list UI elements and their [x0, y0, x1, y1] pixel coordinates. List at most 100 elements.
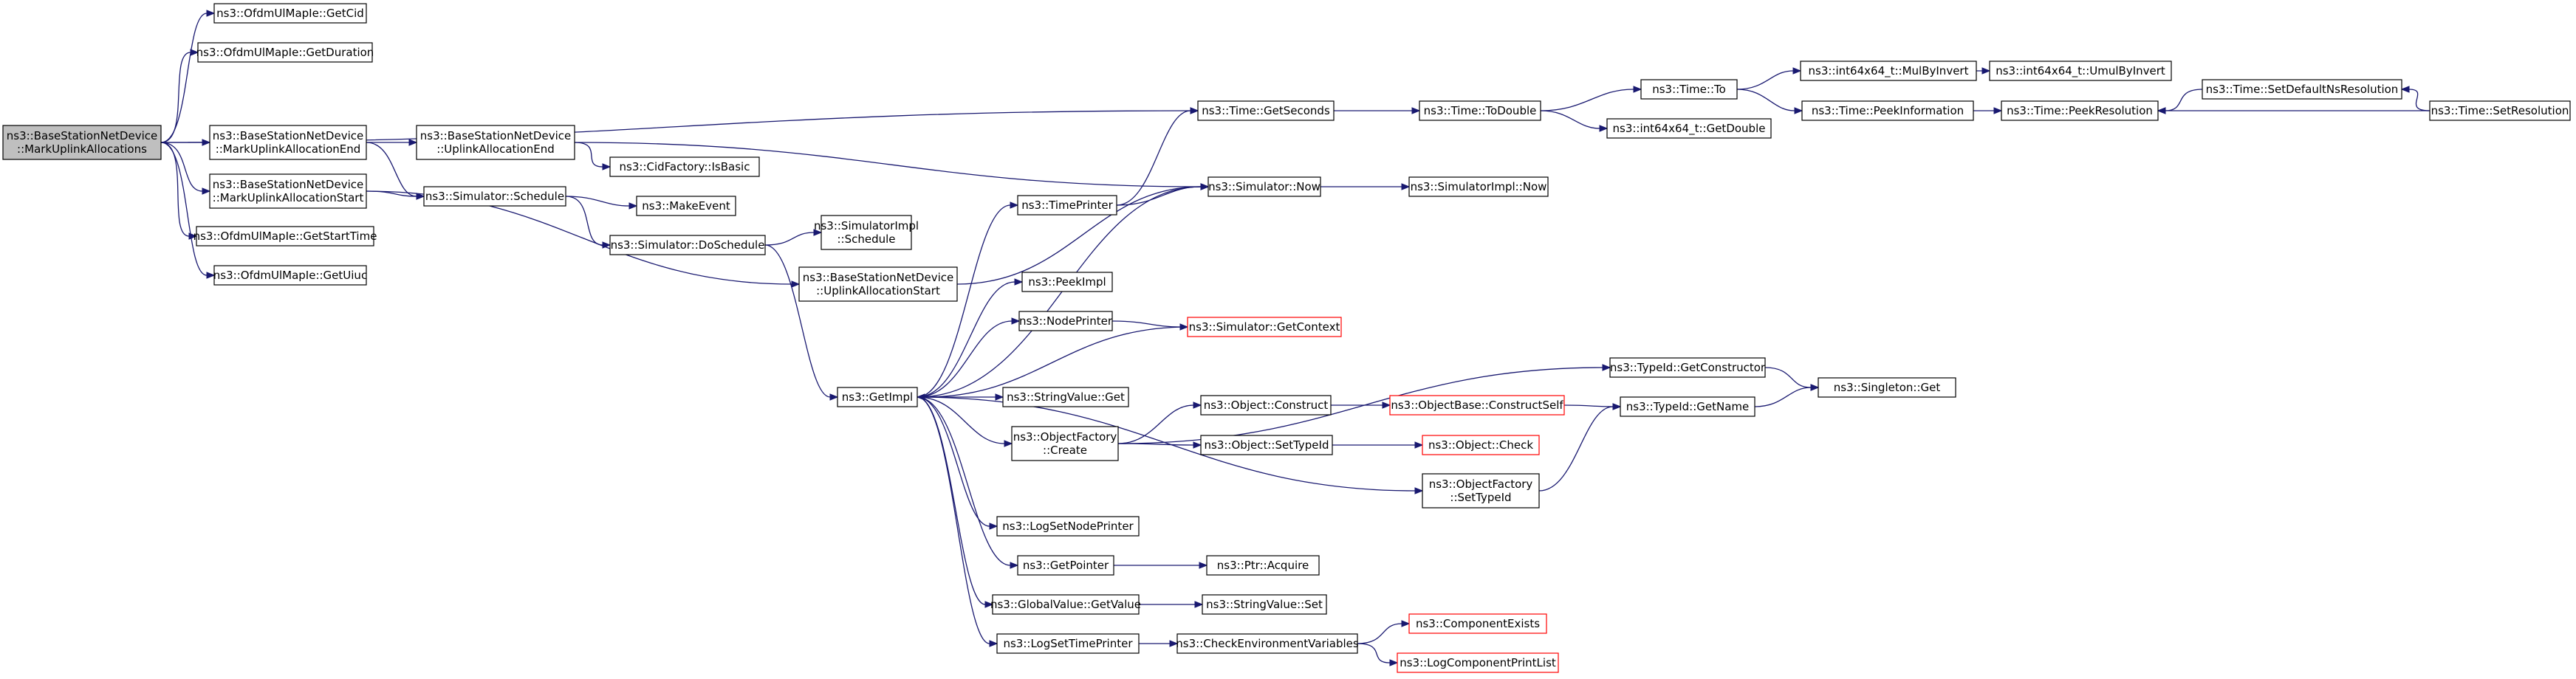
node-box: [1200, 395, 1332, 416]
node-i64getdouble[interactable]: ns3::int64x64_t::GetDouble: [1606, 118, 1772, 139]
node-objsettypeid[interactable]: ns3::Object::SetTypeId: [1200, 435, 1333, 455]
node-ofsettypeid[interactable]: ns3::ObjectFactory::SetTypeId: [1422, 473, 1540, 509]
node-timepeekinfo[interactable]: ns3::Time::PeekInformation: [1801, 100, 1974, 121]
node-i64mulbyinvert[interactable]: ns3::int64x64_t::MulByInvert: [1800, 61, 1977, 81]
node-box: [1206, 555, 1320, 576]
node-getstarttime[interactable]: ns3::OfdmUlMapIe::GetStartTime: [193, 226, 377, 247]
node-label: ns3::OfdmUlMapIe::GetCid: [216, 7, 364, 20]
node-box: [1800, 61, 1977, 81]
edge-line: [160, 52, 191, 143]
node-label: ns3::Time::SetDefaultNsResolution: [2206, 83, 2399, 96]
node-box: [209, 125, 367, 160]
node-box: [1640, 79, 1738, 100]
node-label: ns3::Time::To: [1652, 83, 1726, 96]
edge-line: [1540, 110, 1600, 129]
edge-arrowhead: [1382, 401, 1391, 409]
node-checkenv[interactable]: ns3::CheckEnvironmentVariables: [1176, 633, 1359, 654]
node-box: [821, 215, 912, 250]
node-simnow[interactable]: ns3::Simulator::Now: [1208, 176, 1321, 197]
node-isbasic[interactable]: ns3::CidFactory::IsBasic: [609, 156, 760, 177]
node-obconstructself[interactable]: ns3::ObjectBase::ConstructSelf: [1389, 395, 1565, 416]
edge-arrowhead: [416, 193, 425, 200]
node-peekimpl[interactable]: ns3::PeekImpl: [1021, 272, 1113, 292]
edge-schedule-to-doschedule: [565, 196, 612, 249]
node-label: ns3::StringValue::Get: [1007, 390, 1125, 404]
edge-line: [1736, 89, 1795, 111]
edge-line: [917, 320, 1013, 398]
node-label: ns3::Object::SetTypeId: [1205, 438, 1329, 452]
node-timepeekres[interactable]: ns3::Time::PeekResolution: [2001, 100, 2159, 121]
node-root[interactable]: ns3::BaseStationNetDevice::MarkUplinkAll…: [2, 125, 162, 160]
node-typeidgetconstructor[interactable]: ns3::TypeId::GetConstructor: [1609, 357, 1766, 378]
edge-getimpl-to-gvgetvalue: [917, 396, 994, 608]
edge-simnow-to-simimplnow: [1320, 183, 1411, 190]
edge-line: [1540, 89, 1634, 111]
node-ofcreate[interactable]: ns3::ObjectFactory::Create: [1011, 426, 1119, 461]
edge-arrowhead: [602, 241, 612, 249]
edge-schedule-to-makeevent: [565, 196, 638, 210]
node-schedule[interactable]: ns3::Simulator::Schedule: [423, 186, 566, 207]
node-label: ns3::Singleton::Get: [1834, 381, 1941, 394]
node-timesetdefault[interactable]: ns3::Time::SetDefaultNsResolution: [2202, 79, 2402, 100]
node-box: [609, 156, 760, 177]
node-box: [837, 387, 918, 407]
node-label: ns3::Ptr::Acquire: [1217, 559, 1309, 572]
node-uplinkstart[interactable]: ns3::BaseStationNetDevice::UplinkAllocat…: [798, 266, 958, 302]
node-stringvalueget[interactable]: ns3::StringValue::Get: [1002, 387, 1129, 407]
node-timesetres[interactable]: ns3::Time::SetResolution: [2429, 100, 2571, 121]
edge-line: [2408, 89, 2431, 111]
edge-getimpl-to-timeprinter: [917, 201, 1019, 398]
edge-arrowhead: [1010, 562, 1019, 569]
node-makeevent[interactable]: ns3::MakeEvent: [636, 196, 736, 216]
node-timeto[interactable]: ns3::Time::To: [1640, 79, 1738, 100]
node-markend[interactable]: ns3::BaseStationNetDevice::MarkUplinkAll…: [209, 125, 367, 160]
node-nodeprinter[interactable]: ns3::NodePrinter: [1018, 311, 1113, 331]
node-simimplschedule[interactable]: ns3::SimulatorImpl::Schedule: [814, 215, 919, 250]
edge-timetodouble-to-timeto: [1540, 86, 1642, 111]
edge-getpointer-to-ptracquire: [1114, 562, 1208, 569]
node-simimplnow[interactable]: ns3::SimulatorImpl::Now: [1408, 176, 1549, 197]
node-box: [1419, 100, 1541, 121]
node-timetodouble[interactable]: ns3::Time::ToDouble: [1419, 100, 1541, 121]
edge-line: [917, 396, 1416, 492]
node-objconstruct[interactable]: ns3::Object::Construct: [1200, 395, 1332, 416]
node-label: ns3::BaseStationNetDevice: [420, 129, 571, 142]
edge-arrowhead: [206, 272, 216, 279]
node-svset[interactable]: ns3::StringValue::Set: [1202, 594, 1327, 615]
node-box: [1002, 387, 1129, 407]
edge-arrowhead: [2157, 107, 2166, 114]
edge-root-to-getuiuc: [160, 142, 216, 279]
edge-line: [1117, 404, 1194, 444]
edge-arrowhead: [1792, 67, 1802, 75]
node-doschedule[interactable]: ns3::Simulator::DoSchedule: [609, 235, 766, 255]
node-gvgetvalue[interactable]: ns3::GlobalValue::GetValue: [990, 594, 1141, 615]
node-box: [1197, 100, 1335, 121]
node-getimpl[interactable]: ns3::GetImpl: [837, 387, 918, 407]
node-box: [213, 3, 367, 24]
node-uplinkend[interactable]: ns3::BaseStationNetDevice::UplinkAllocat…: [416, 125, 575, 160]
node-getuiuc[interactable]: ns3::OfdmUlMapIe::GetUiuc: [213, 265, 367, 286]
node-singletonget[interactable]: ns3::Singleton::Get: [1818, 377, 1956, 398]
node-box: [992, 594, 1140, 615]
node-box: [1408, 613, 1547, 634]
node-typeidgetname[interactable]: ns3::TypeId::GetName: [1620, 396, 1755, 417]
node-getduration[interactable]: ns3::OfdmUlMapIe::GetDuration: [196, 42, 374, 63]
edge-markend-to-uplinkend: [366, 139, 418, 146]
node-logsetnodeprinter[interactable]: ns3::LogSetNodePrinter: [996, 516, 1140, 537]
node-i64umulbyinvert[interactable]: ns3::int64x64_t::UmulByInvert: [1989, 61, 2172, 81]
node-logsettimeprinter[interactable]: ns3::LogSetTimePrinter: [996, 633, 1140, 654]
node-simgetcontext[interactable]: ns3::Simulator::GetContext: [1187, 317, 1342, 337]
node-ptracquire[interactable]: ns3::Ptr::Acquire: [1206, 555, 1320, 576]
node-label: ns3::TimePrinter: [1021, 199, 1113, 212]
node-label: ns3::CidFactory::IsBasic: [620, 160, 750, 173]
node-objcheck[interactable]: ns3::Object::Check: [1422, 435, 1540, 455]
node-timegetseconds[interactable]: ns3::Time::GetSeconds: [1197, 100, 1335, 121]
node-logcompprint[interactable]: ns3::LogComponentPrintList: [1397, 652, 1559, 673]
node-timeprinter[interactable]: ns3::TimePrinter: [1017, 195, 1117, 216]
node-box: [1017, 195, 1117, 216]
node-getpointer[interactable]: ns3::GetPointer: [1017, 555, 1114, 576]
node-getcid[interactable]: ns3::OfdmUlMapIe::GetCid: [213, 3, 367, 24]
node-componentexists[interactable]: ns3::ComponentExists: [1408, 613, 1547, 634]
node-markstart[interactable]: ns3::BaseStationNetDevice::MarkUplinkAll…: [209, 173, 367, 209]
edge-arrowhead: [1194, 601, 1204, 608]
